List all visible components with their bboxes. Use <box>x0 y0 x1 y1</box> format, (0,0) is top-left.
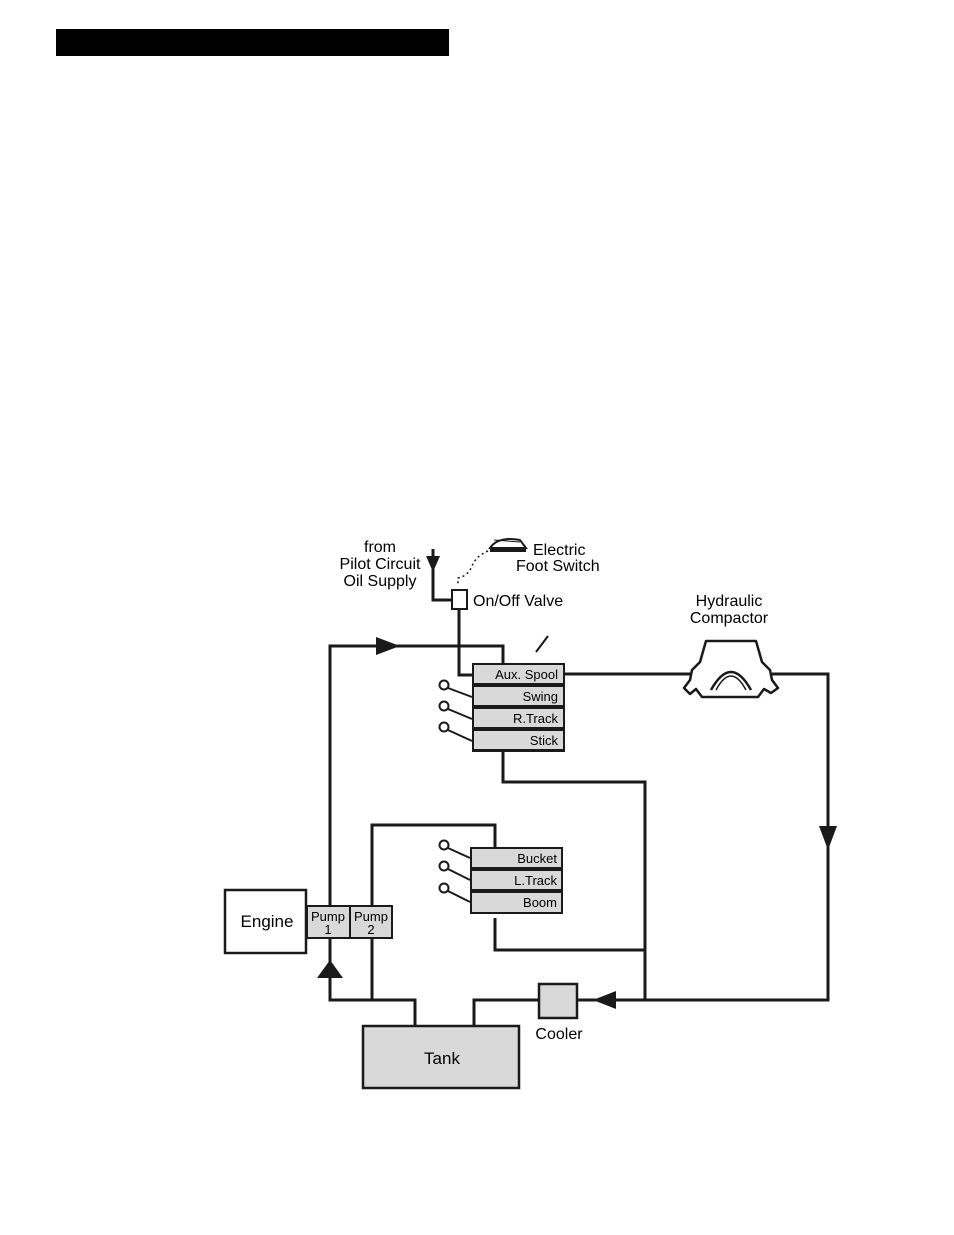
lever-icon <box>440 723 473 742</box>
foot-switch-label-1: Electric <box>533 542 585 559</box>
valve-l-track: L.Track <box>514 873 557 888</box>
lever-icon <box>440 884 471 903</box>
foot-switch-label-2: Foot Switch <box>516 558 600 575</box>
cooler-label: Cooler <box>535 1026 583 1043</box>
valve-aux-spool: Aux. Spool <box>495 667 558 682</box>
compactor-icon <box>684 641 778 697</box>
valve-swing: Swing <box>523 689 558 704</box>
lever-icon <box>440 841 471 859</box>
pilot-flow-arrow-icon <box>426 556 440 572</box>
pilot-supply-label-1: from <box>364 539 396 556</box>
flow-arrow-icon <box>376 637 400 655</box>
lever-icon <box>440 702 473 720</box>
foot-switch-wire <box>458 551 488 584</box>
compactor-label-1: Hydraulic <box>696 593 763 610</box>
compactor-label-2: Compactor <box>690 610 769 627</box>
pilot-line <box>433 566 474 675</box>
hydraulic-lines <box>330 646 828 1026</box>
valve-bucket: Bucket <box>517 851 557 866</box>
pilot-supply-label-3: Oil Supply <box>344 573 417 590</box>
flow-arrow-icon <box>593 991 616 1009</box>
engine-label: Engine <box>241 912 294 931</box>
onoff-valve <box>452 590 467 609</box>
pump-2-number: 2 <box>367 922 374 937</box>
pump-1-number: 1 <box>324 922 331 937</box>
flow-arrow-icon <box>819 826 837 850</box>
foot-switch-icon <box>490 539 526 552</box>
valve-stick: Stick <box>530 733 559 748</box>
valve-boom: Boom <box>523 895 557 910</box>
flow-arrow-icon <box>317 960 343 978</box>
onoff-valve-label: On/Off Valve <box>473 593 563 610</box>
tank-label: Tank <box>424 1049 460 1068</box>
cooler-box <box>539 984 577 1018</box>
lever-icon <box>440 681 473 698</box>
valve-r-track: R.Track <box>513 711 559 726</box>
lever-icon <box>440 862 471 881</box>
pilot-supply-label-2: Pilot Circuit <box>340 556 421 573</box>
